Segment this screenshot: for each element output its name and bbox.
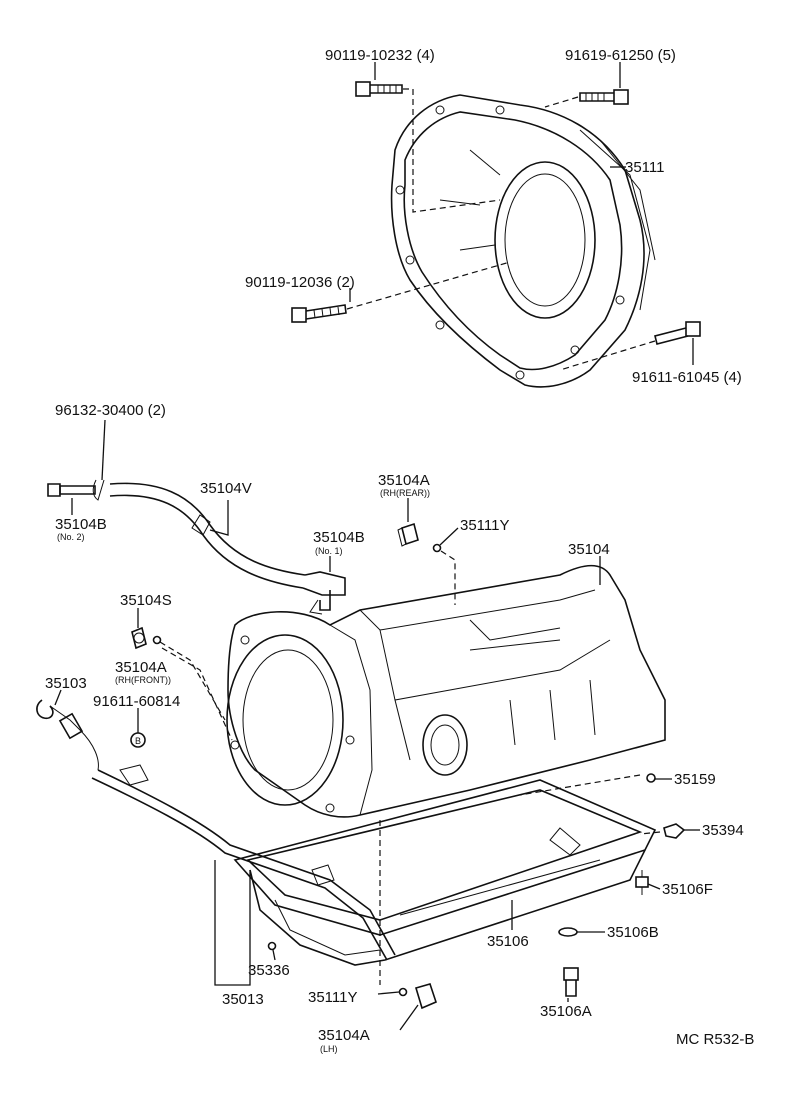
breather-hose-drawing — [47, 479, 346, 615]
gasket-35159 — [646, 773, 656, 783]
filler-tube-drawing — [36, 699, 396, 961]
label-35104A-lh: 35104A — [318, 1027, 370, 1044]
label-35104B-no1-sub: (No. 1) — [315, 546, 343, 556]
o-ring-35104S — [152, 635, 162, 645]
label-90119-12036: 90119-12036 (2) — [245, 274, 355, 291]
label-35104A-rhfront-sub: (RH(FRONT)) — [115, 675, 171, 685]
label-35106F: 35106F — [662, 881, 713, 898]
label-35104A-rhfront: 35104A — [115, 659, 167, 676]
gasket-35394 — [663, 823, 686, 839]
label-35394: 35394 — [702, 822, 744, 839]
gasket-35106B — [558, 927, 578, 937]
label-35111: 35111 — [625, 159, 665, 176]
drain-plug-35106A — [563, 967, 579, 997]
label-35111Y-top: 35111Y — [460, 517, 510, 534]
label-35013: 35013 — [222, 991, 264, 1008]
bolt-91611-61045 — [654, 321, 701, 345]
reference-code: MC R532-B — [676, 1031, 754, 1048]
label-35104B-no2: 35104B — [55, 516, 107, 533]
plug-35104A-rhrear — [397, 522, 419, 547]
label-35104A-rhrear: 35104A — [378, 472, 430, 489]
label-35106A: 35106A — [540, 1003, 592, 1020]
label-91619-61250: 91619-61250 (5) — [565, 47, 676, 64]
label-35104B-no1: 35104B — [313, 529, 365, 546]
label-35104: 35104 — [568, 541, 610, 558]
label-35104B-no2-sub: (No. 2) — [57, 532, 85, 542]
label-90119-10232: 90119-10232 (4) — [325, 47, 435, 64]
o-ring-35336 — [267, 941, 277, 951]
label-35106B: 35106B — [607, 924, 659, 941]
label-96132-30400: 96132-30400 (2) — [55, 402, 166, 419]
o-ring-35111Y-top — [432, 543, 442, 553]
label-35103: 35103 — [45, 675, 87, 692]
label-35106: 35106 — [487, 933, 529, 950]
bolt-35106F — [635, 870, 649, 895]
label-35104A-rhrear-sub: (RH(REAR)) — [380, 488, 430, 498]
transmission-case-drawing — [226, 564, 666, 818]
label-35111Y-bottom: 35111Y — [308, 989, 358, 1006]
label-35104A-lh-sub: (LH) — [320, 1044, 338, 1054]
plug-35104A-lh — [415, 983, 437, 1010]
label-35104S: 35104S — [120, 592, 172, 609]
label-35159: 35159 — [674, 771, 716, 788]
plug-35104A-rhfront — [131, 626, 147, 650]
bolt-91619-61250 — [579, 89, 629, 105]
bolt-90119-12036 — [291, 304, 347, 323]
o-ring-35111Y-bottom — [398, 987, 408, 997]
label-91611-60814: 91611-60814 — [93, 693, 180, 710]
label-35336: 35336 — [248, 962, 290, 979]
label-35104V: 35104V — [200, 480, 252, 497]
bolt-90119-10232 — [355, 81, 403, 97]
oil-pan-drawing — [233, 779, 657, 966]
label-91611-61045: 91611-61045 (4) — [632, 369, 742, 386]
label-bolt-B: B — [135, 736, 141, 746]
bell-housing-drawing — [390, 94, 656, 388]
